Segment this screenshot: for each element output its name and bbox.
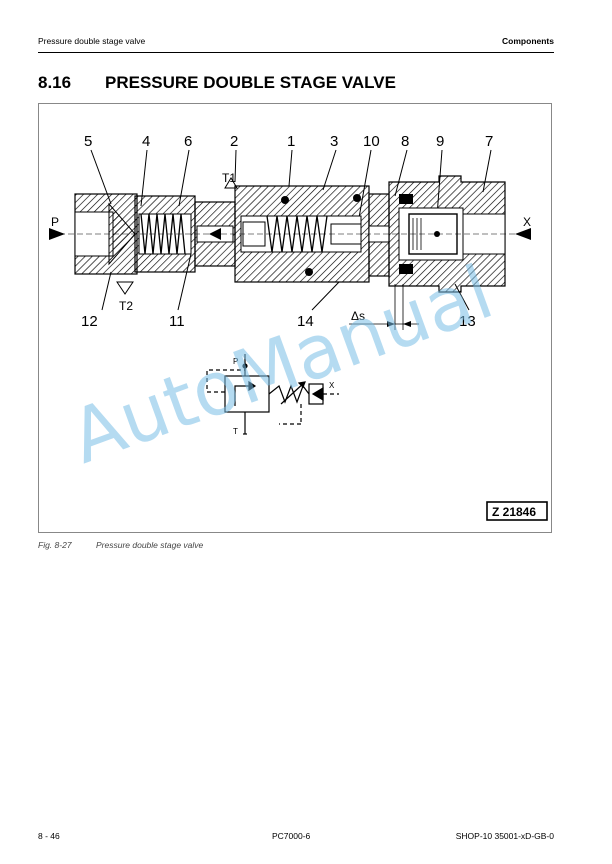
symbol-p-label: P — [233, 357, 238, 366]
callout-7: 7 — [485, 133, 493, 150]
port-markers: P X T1 T2 — [49, 171, 531, 313]
valve-cross-section — [59, 175, 529, 293]
callout-2: 2 — [230, 133, 238, 150]
valve-drawing: 5 4 6 2 1 3 10 8 9 7 — [49, 133, 548, 521]
figure-caption: Fig. 8-27 Pressure double stage valve — [38, 540, 203, 550]
figure-frame: 5 4 6 2 1 3 10 8 9 7 — [38, 103, 552, 533]
port-t2-triangle — [116, 281, 134, 295]
port-x-label: X — [523, 215, 531, 229]
callout-5: 5 — [84, 133, 92, 150]
callout-6: 6 — [184, 133, 192, 150]
footer-model: PC7000-6 — [272, 831, 311, 841]
section-heading: PRESSURE DOUBLE STAGE VALVE — [105, 73, 396, 92]
callout-10: 10 — [363, 133, 380, 150]
callout-14: 14 — [297, 313, 314, 330]
callouts-top: 5 4 6 2 1 3 10 8 9 7 — [84, 133, 493, 150]
section-title: 8.16 PRESSURE DOUBLE STAGE VALVE — [38, 73, 396, 93]
port-p-label: P — [51, 215, 59, 229]
header-chapter-name: Components — [502, 36, 554, 46]
callouts-bottom: 12 11 14 13 — [81, 313, 476, 330]
header-divider — [38, 52, 554, 53]
footer-page-number: 8 - 46 — [38, 831, 60, 841]
callout-9: 9 — [436, 133, 444, 150]
figure-ref-code: Z 21846 — [492, 505, 536, 519]
callout-4: 4 — [142, 133, 150, 150]
callout-8: 8 — [401, 133, 409, 150]
callout-1: 1 — [287, 133, 295, 150]
header-section-name: Pressure double stage valve — [38, 36, 146, 46]
callout-13: 13 — [459, 313, 476, 330]
port-x-arrow — [515, 228, 531, 240]
callout-12: 12 — [81, 313, 98, 330]
figure-caption-text: Pressure double stage valve — [96, 540, 204, 550]
callout-3: 3 — [330, 133, 338, 150]
symbol-t-label: T — [233, 427, 238, 436]
footer-doc-code: SHOP-10 35001-xD-GB-0 — [455, 831, 554, 841]
symbol-x-label: X — [329, 381, 335, 390]
port-p-arrow — [49, 228, 65, 240]
port-t2-label: T2 — [119, 299, 133, 313]
figure-ref-box — [486, 501, 548, 521]
section-number: 8.16 — [38, 73, 72, 92]
delta-s-dimension: Δs — [349, 284, 419, 330]
figure-number: Fig. 8-27 — [38, 540, 72, 550]
hydraulic-symbol — [206, 354, 339, 435]
delta-s-label: Δs — [351, 309, 365, 323]
port-t1-triangle — [224, 177, 238, 189]
callout-11: 11 — [169, 313, 185, 330]
